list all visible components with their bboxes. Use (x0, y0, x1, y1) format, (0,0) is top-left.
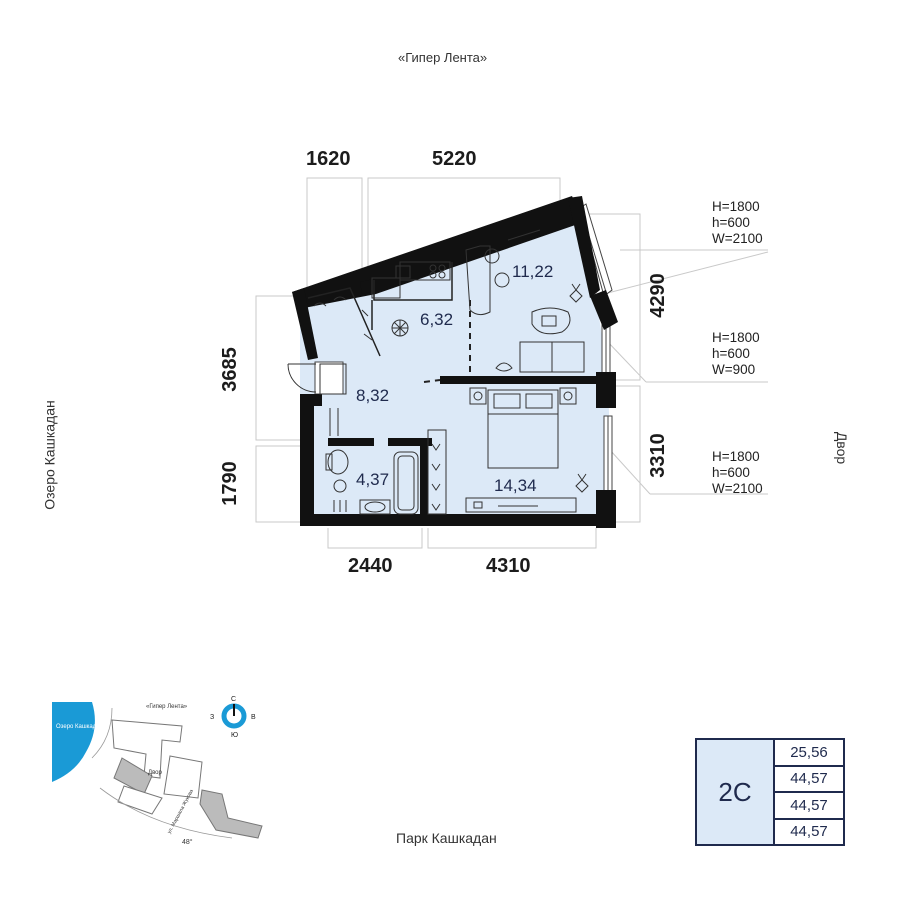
window-1-sill: h=600 (712, 215, 750, 230)
area-total-2: 44,57 (775, 793, 843, 820)
compass-west: З (210, 714, 214, 721)
walls (292, 196, 618, 528)
window-2-height: H=1800 (712, 330, 760, 345)
minimap-angle-label: 48° (182, 838, 193, 846)
apartment-summary: 2С 25,56 44,57 44,57 44,57 (695, 738, 845, 846)
window-3-sill: h=600 (712, 465, 750, 480)
compass-north: С (231, 696, 236, 703)
lake-shape (52, 702, 95, 782)
room-area-kitchen: 11,22 (512, 262, 554, 281)
compass-east: В (251, 714, 256, 721)
area-total-1: 44,57 (775, 767, 843, 793)
dim-right-3310: 3310 (646, 433, 669, 478)
compass: С Ю З В (210, 696, 256, 739)
kitchen-furniture (395, 229, 585, 373)
area-total-3: 44,57 (790, 823, 828, 841)
dim-right-4290: 4290 (646, 273, 669, 318)
hall-furniture (313, 277, 409, 436)
dim-top-1620: 1620 (306, 148, 351, 170)
minimap-lake-label: Озеро Кашкадан (56, 724, 103, 730)
zone-lines (423, 300, 471, 383)
label-park: Парк Кашкадан (396, 830, 497, 846)
room-area-corridor: 6,32 (420, 310, 454, 329)
apartment-code: 2С (697, 740, 775, 844)
windows (314, 203, 613, 493)
room-area-hall: 8,32 (356, 386, 390, 405)
window-2-width: W=900 (712, 362, 756, 377)
window-1-width: W=2100 (712, 231, 763, 246)
window-3-width: W=2100 (712, 481, 763, 496)
dim-bottom-2440: 2440 (348, 555, 393, 577)
window-spec-1: H=1800 h=600 W=2100 (712, 199, 763, 247)
dim-top-5220: 5220 (432, 148, 477, 170)
bathroom-fixtures (325, 449, 419, 515)
minimap-hyper-label: «Гипер Лента» (146, 704, 188, 710)
compass-south: Ю (231, 732, 238, 739)
partitions (307, 262, 453, 357)
area-list: 25,56 44,57 44,57 44,57 (775, 740, 843, 844)
area-living: 25,56 (775, 740, 843, 767)
dim-left-1790: 1790 (218, 461, 241, 506)
dimension-guides (255, 177, 769, 549)
window-3-height: H=1800 (712, 449, 760, 464)
minimap-yard-label: Двор (148, 770, 163, 776)
bedroom-furniture (287, 363, 589, 515)
window-spec-2: H=1800 h=600 W=900 (712, 330, 760, 378)
dim-left-3685: 3685 (218, 347, 241, 392)
site-minimap: Озеро Кашкадан «Гипер Лента» Двор ул. Ма… (52, 702, 263, 846)
label-hyper-lenta: «Гипер Лента» (398, 50, 488, 65)
room-area-bedroom: 14,34 (494, 476, 537, 495)
dim-bottom-4310: 4310 (486, 555, 531, 577)
window-spec-3: H=1800 h=600 W=2100 (712, 449, 763, 497)
window-2-sill: h=600 (712, 346, 750, 361)
window-1-height: H=1800 (712, 199, 760, 214)
room-area-bathroom: 4,37 (356, 470, 390, 489)
